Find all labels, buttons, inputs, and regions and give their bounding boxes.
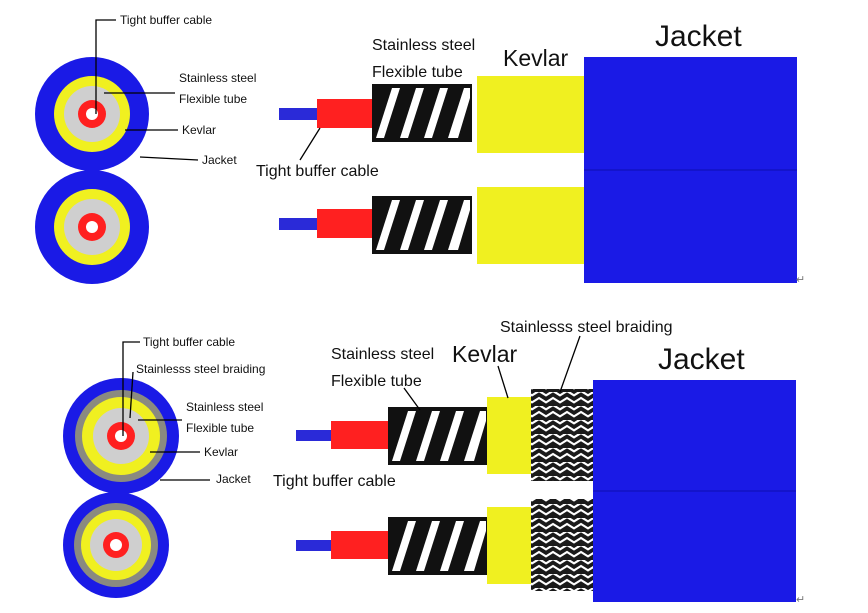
top-tight-buffer-leader <box>299 127 321 161</box>
tight-buffer-segment <box>331 531 389 559</box>
tight-buffer-segment <box>317 99 377 128</box>
bottom-cs-label-kevlar: Kevlar <box>204 445 238 459</box>
fiber-core <box>86 221 98 233</box>
bottom-label-braiding: Stainlesss steel braiding <box>500 319 673 336</box>
bottom-side-view <box>296 380 796 602</box>
fiber-strand <box>296 430 336 441</box>
kevlar-segment <box>487 507 531 584</box>
steel-flex-tube <box>372 84 472 142</box>
bottom-cross-section-cable-1 <box>63 378 179 494</box>
bottom-cs-label-steel-1: Stainless steel <box>186 400 263 414</box>
top-label-jacket: Jacket <box>655 20 742 53</box>
fiber-strand <box>296 540 336 551</box>
steel-flex-tube <box>372 196 472 254</box>
braiding-segment <box>531 499 593 591</box>
kevlar-segment <box>477 187 584 264</box>
top-cs-label-steel-2: Flexible tube <box>179 92 247 106</box>
kevlar-segment <box>477 76 584 153</box>
return-mark: ↵ <box>796 594 805 606</box>
bottom-cs-label-steel-2: Flexible tube <box>186 421 254 435</box>
top-cross-section-cable-2 <box>35 170 149 284</box>
bottom-cs-label-tight-buffer: Tight buffer cable <box>143 335 235 349</box>
top-side-view <box>279 57 797 283</box>
steel-flex-tube <box>388 517 488 575</box>
top-label-steel-1: Stainless steel <box>372 37 475 54</box>
top-label-tight-buffer: Tight buffer cable <box>256 163 379 180</box>
top-cs-label-jacket: Jacket <box>202 153 237 167</box>
fiber-core <box>110 539 122 551</box>
bottom-cross-section-leaders <box>122 341 210 481</box>
fiber-core <box>86 108 98 120</box>
bottom-cs-label-braiding: Stainlesss steel braiding <box>136 362 265 376</box>
top-cross-section-cable-1 <box>35 57 149 171</box>
top-label-kevlar: Kevlar <box>503 45 569 71</box>
bottom-braiding-leader <box>559 335 581 393</box>
top-cs-label-steel-1: Stainless steel <box>179 71 256 85</box>
fiber-core <box>115 430 127 442</box>
top-cross-section-leaders <box>95 19 199 161</box>
top-cs-label-kevlar: Kevlar <box>182 123 216 137</box>
fiber-strand <box>279 218 321 230</box>
top-label-steel-2: Flexible tube <box>372 64 463 81</box>
top-cs-label-tight-buffer: Tight buffer cable <box>120 13 212 27</box>
bottom-cs-label-jacket: Jacket <box>216 472 251 486</box>
bottom-kevlar-leader <box>497 365 509 399</box>
bottom-steel-leader <box>403 387 421 411</box>
bottom-cross-section-cable-2 <box>63 492 169 598</box>
bottom-label-jacket: Jacket <box>658 343 745 376</box>
kevlar-segment <box>487 397 531 474</box>
braiding-segment <box>531 389 593 481</box>
bottom-label-tight-buffer: Tight buffer cable <box>273 473 396 490</box>
fiber-strand <box>279 108 321 120</box>
bottom-label-steel-1: Stainless steel <box>331 346 434 363</box>
return-mark: ↵ <box>796 274 805 286</box>
bottom-label-steel-2: Flexible tube <box>331 373 422 390</box>
steel-flex-tube <box>388 407 488 465</box>
bottom-label-kevlar: Kevlar <box>452 341 518 367</box>
tight-buffer-segment <box>331 421 389 449</box>
tight-buffer-segment <box>317 209 377 238</box>
